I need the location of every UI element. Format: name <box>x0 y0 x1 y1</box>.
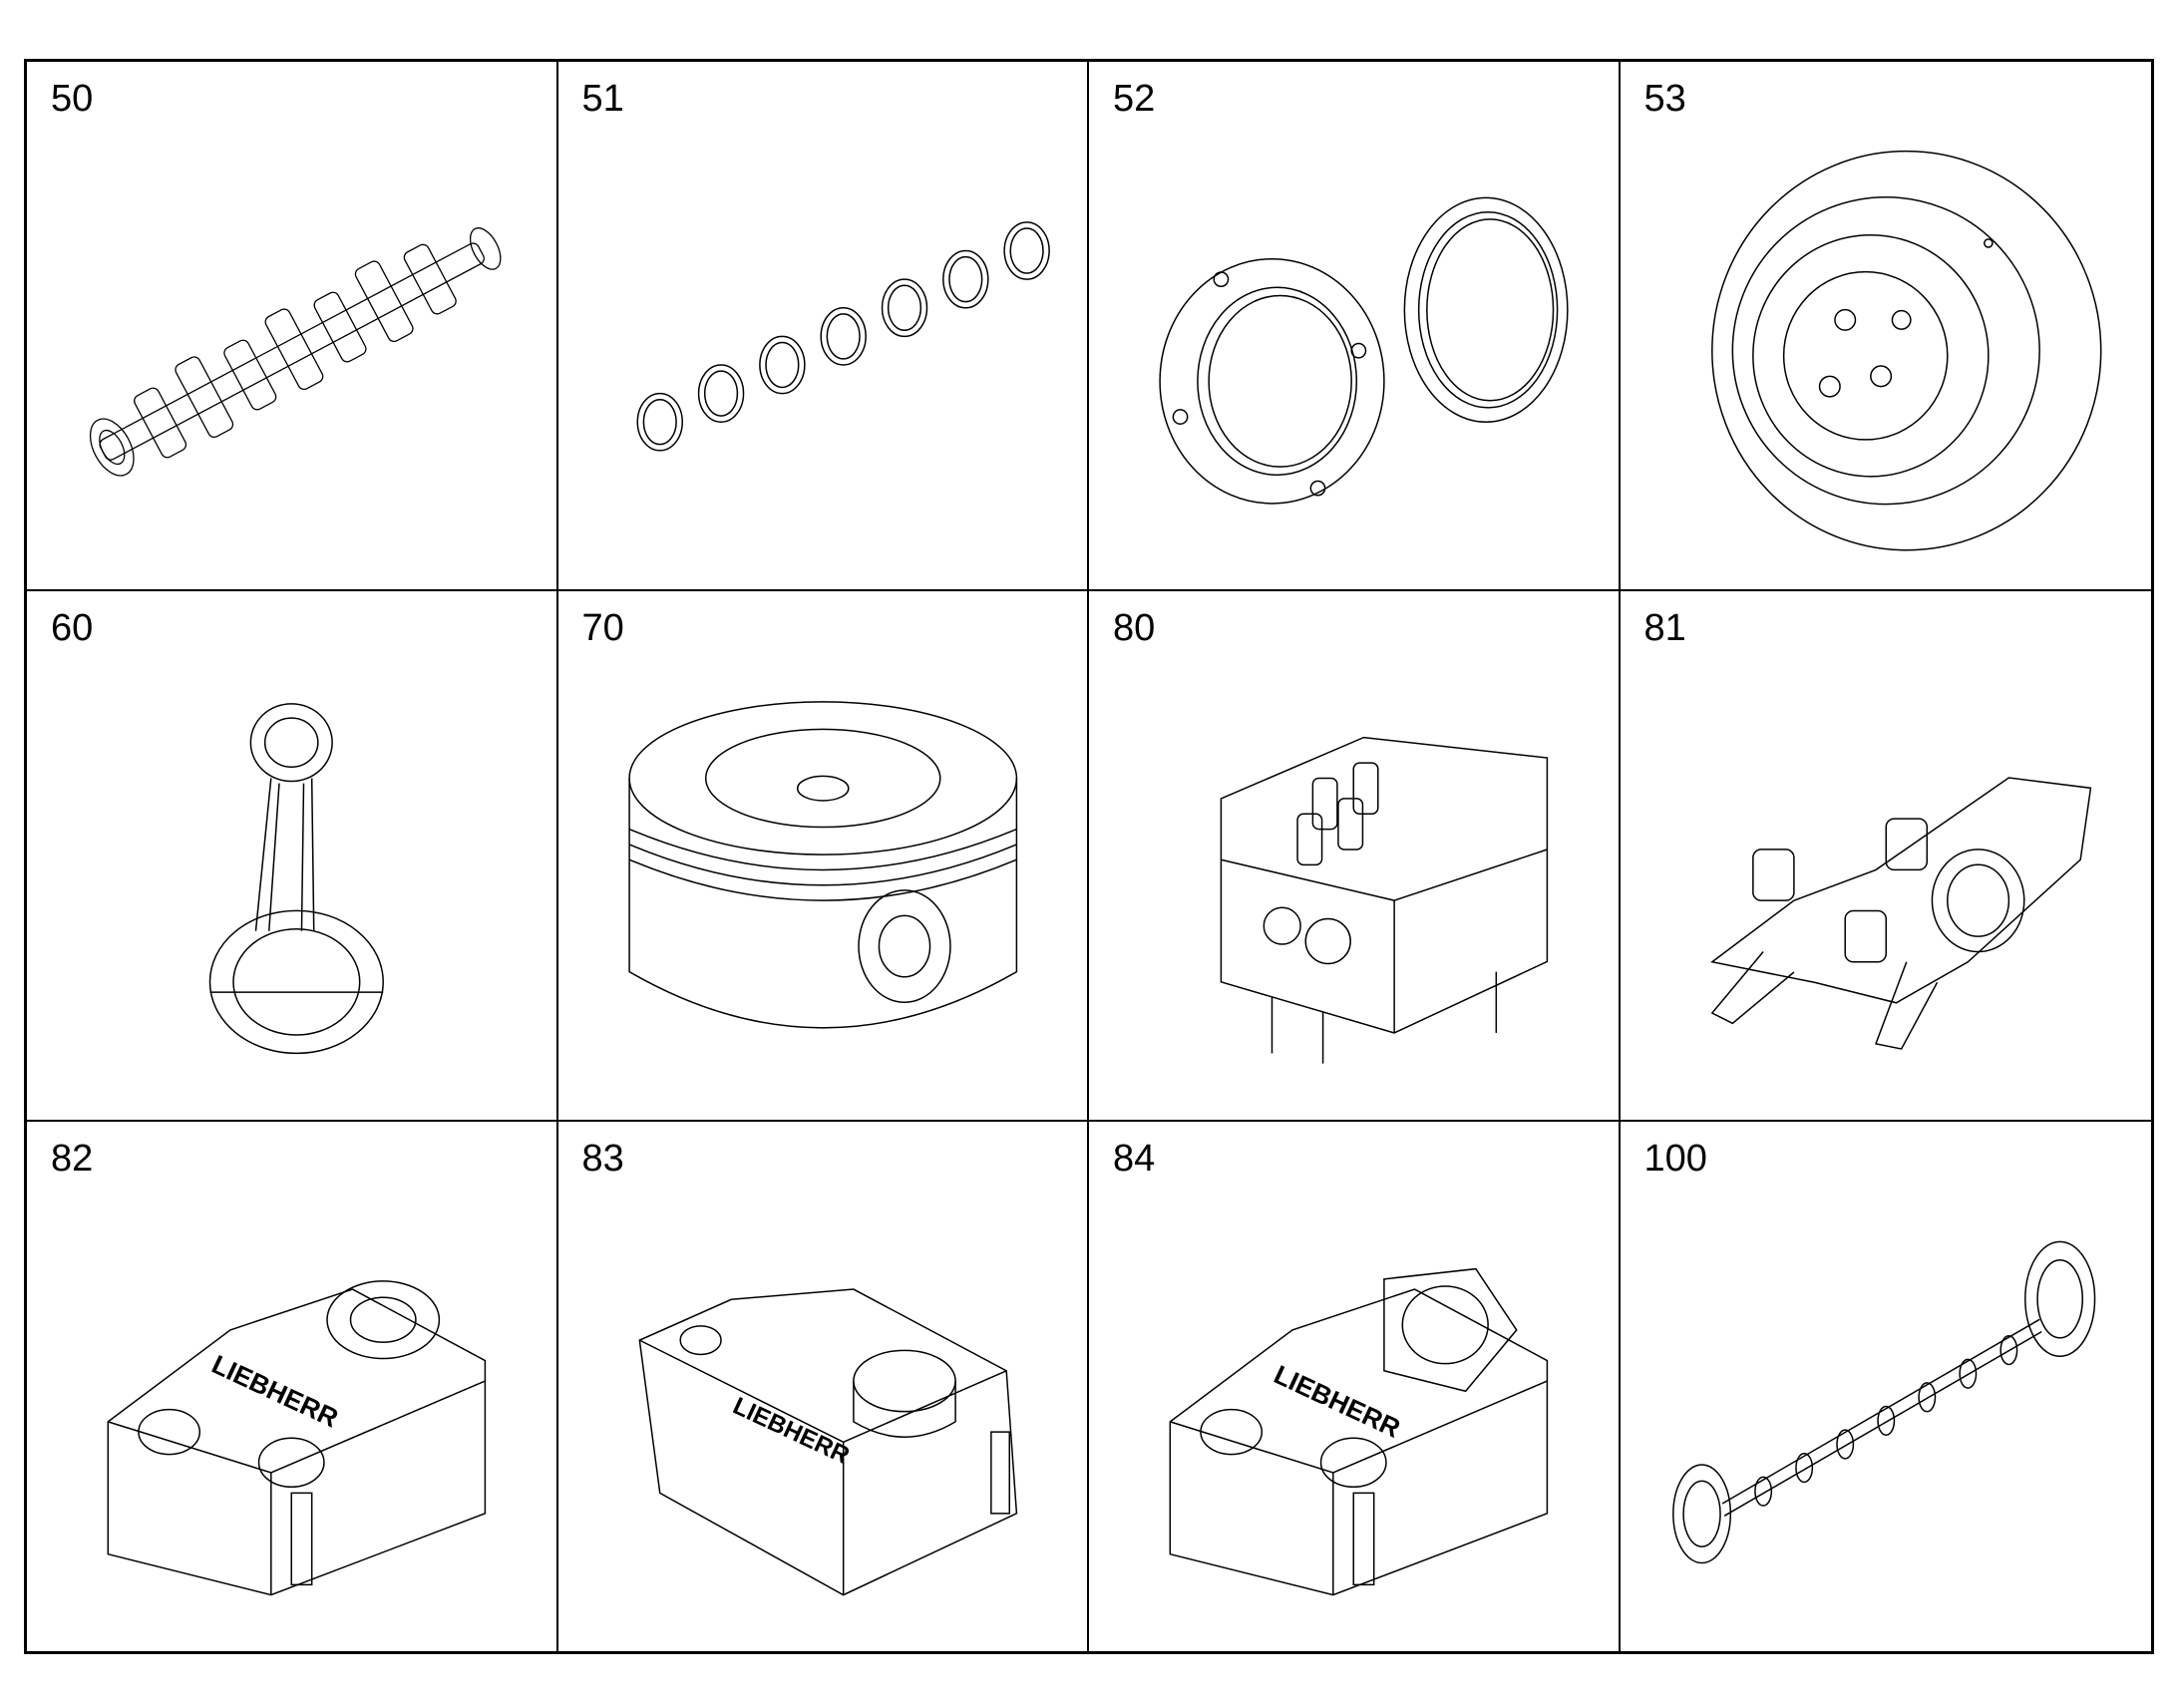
part-number: 52 <box>1113 78 1156 120</box>
logo: LIEBHERR <box>1270 1359 1405 1444</box>
valve-cover-breather-icon: LIEBHERR <box>578 1192 1068 1631</box>
part-cell-82[interactable]: 82 LIEBHERR <box>27 1121 558 1651</box>
camshaft-icon <box>1640 1192 2132 1631</box>
rocker-arm-icon <box>1640 661 2132 1099</box>
part-cell-81[interactable]: 81 <box>1620 591 2151 1122</box>
cylinder-head-icon <box>1109 661 1599 1099</box>
part-number: 83 <box>581 1137 624 1180</box>
part-number: 51 <box>581 78 624 120</box>
part-cell-60[interactable]: 60 <box>27 591 558 1122</box>
parts-grid: 50 <box>24 59 2154 1654</box>
valve-cover-icon: LIEBHERR <box>47 1192 537 1631</box>
part-number: 82 <box>51 1137 94 1180</box>
part-cell-53[interactable]: 53 <box>1620 62 2151 592</box>
logo: LIEBHERR <box>728 1392 853 1470</box>
part-cell-52[interactable]: 52 <box>1089 62 1621 592</box>
valve-cover-flange-icon: LIEBHERR <box>1109 1192 1599 1631</box>
part-number: 60 <box>51 607 94 650</box>
part-cell-84[interactable]: 84 LIEBHERR <box>1089 1121 1621 1651</box>
part-cell-100[interactable]: 100 <box>1621 1122 2152 1651</box>
seal-housing-icon <box>1109 132 1599 569</box>
bearing-shells-icon <box>578 132 1068 569</box>
part-cell-51[interactable]: 51 <box>557 62 1089 592</box>
vibration-damper-icon <box>1640 132 2132 569</box>
part-cell-80[interactable]: 80 <box>1089 591 1621 1122</box>
part-cell-50[interactable]: 50 <box>27 62 558 592</box>
part-number: 100 <box>1643 1137 1707 1180</box>
part-cell-70[interactable]: 70 <box>557 591 1089 1122</box>
part-number: 53 <box>1643 78 1686 120</box>
part-number: 81 <box>1643 607 1686 650</box>
crankshaft-icon <box>47 132 537 569</box>
part-number: 80 <box>1113 607 1156 650</box>
part-number: 70 <box>581 607 624 650</box>
part-number: 50 <box>51 78 94 120</box>
part-cell-83[interactable]: 83 LIEBHERR <box>558 1121 1089 1651</box>
part-number: 84 <box>1113 1137 1156 1180</box>
logo: LIEBHERR <box>207 1349 343 1434</box>
piston-icon <box>578 661 1068 1099</box>
connecting-rod-icon <box>47 661 537 1099</box>
